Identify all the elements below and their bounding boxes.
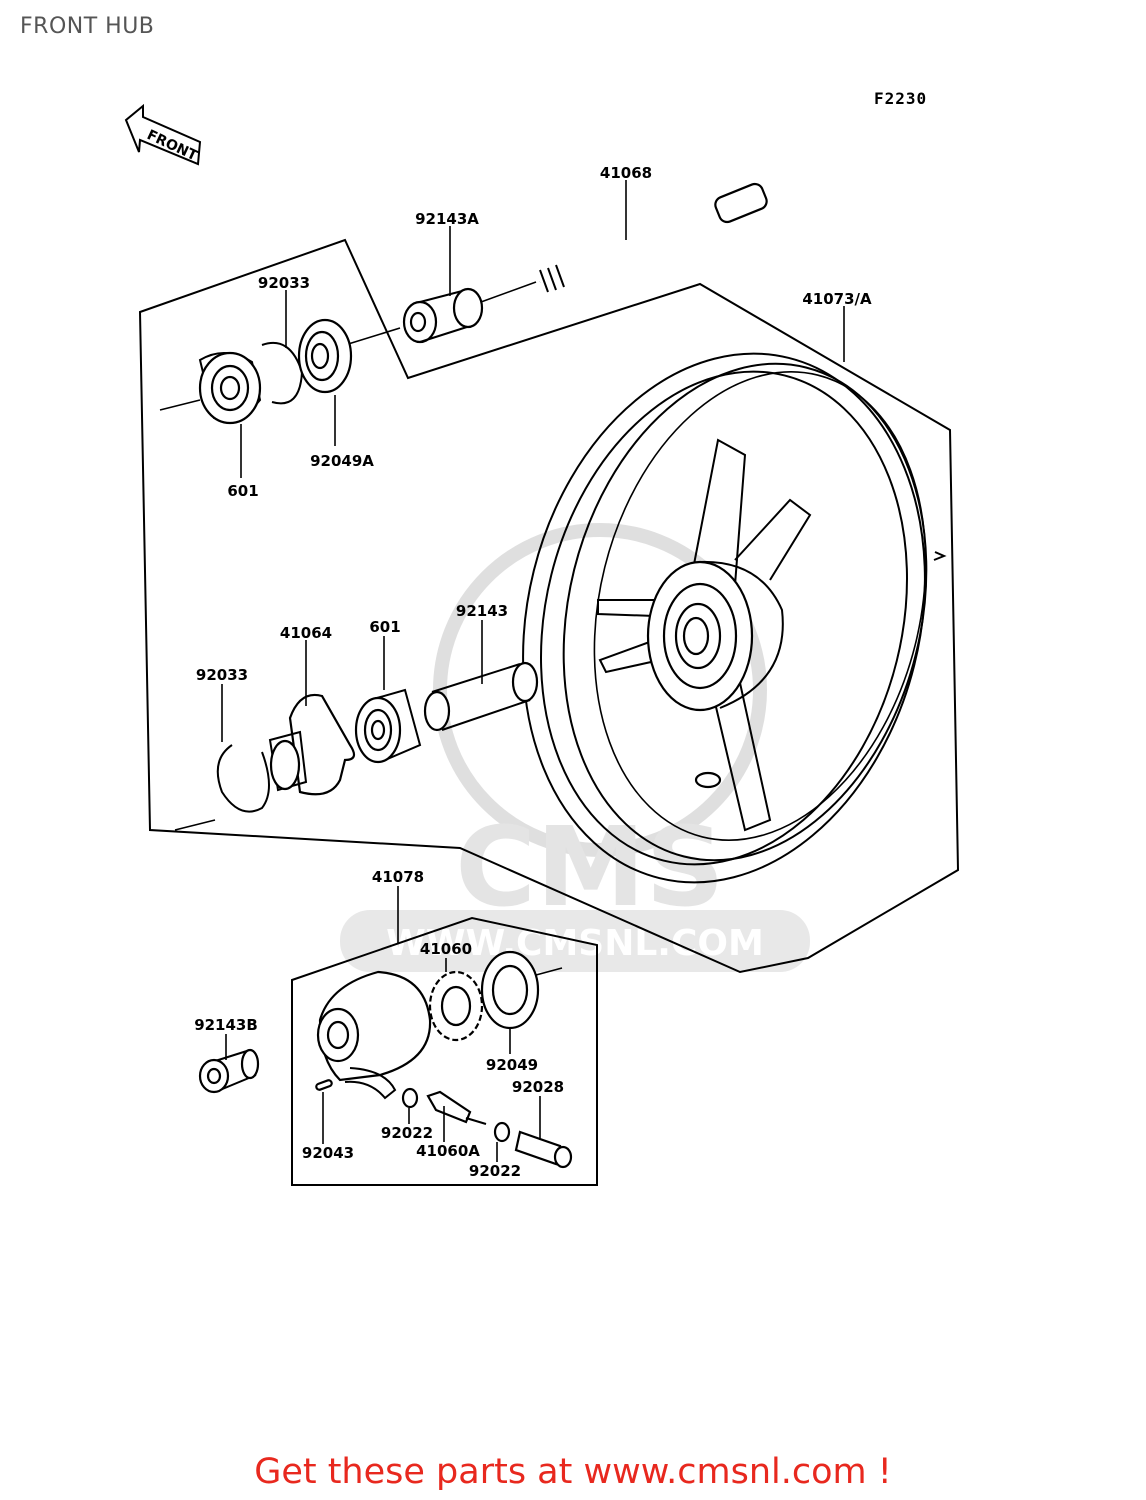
callout-labels: 41068 92143A 92033 92049A 601 41073/A 60…	[194, 164, 872, 1180]
callout-collar-middle: 92143	[456, 602, 508, 620]
seal-92049	[480, 950, 563, 1030]
callout-pin: 92043	[302, 1144, 354, 1162]
leader-lines	[221, 180, 845, 1162]
callout-washer-1: 92022	[381, 1124, 433, 1142]
callout-gear-housing: 41078	[372, 868, 424, 886]
callout-axle: 41068	[600, 164, 652, 182]
circlip-92033-top	[261, 341, 304, 405]
collar-92143	[423, 661, 539, 732]
watermark-url: WWW.CMSNL.COM	[386, 923, 764, 964]
plug-92028	[514, 1130, 573, 1169]
callout-circlip-top: 92033	[258, 274, 310, 292]
callout-bearing-middle: 601	[369, 618, 400, 636]
callout-seal-top: 92049A	[310, 452, 374, 470]
bearing-601-top	[159, 351, 262, 425]
gear-41060	[428, 970, 484, 1042]
pin-92043	[315, 1079, 333, 1091]
callout-coupling: 41064	[280, 624, 332, 642]
circlip-92033-middle	[216, 744, 270, 813]
page-title: FRONT HUB	[20, 14, 155, 39]
seal-92049a	[297, 318, 353, 394]
exploded-parts-diagram: CMS WWW.CMSNL.COM F2230 FRONT	[124, 89, 960, 1186]
callout-wheel: 41073/A	[802, 290, 872, 308]
wheel-41073a	[522, 352, 947, 884]
bearing-601-middle	[354, 688, 422, 764]
callout-gear: 41060	[420, 940, 472, 958]
pinion-41060a	[426, 1090, 487, 1125]
footer-cta-link[interactable]: Get these parts at www.cmsnl.com !	[254, 1452, 892, 1492]
callout-collar-a: 92143A	[415, 210, 479, 228]
watermark-logo: CMS	[455, 803, 724, 931]
washer-92022-1	[401, 1087, 419, 1109]
washer-92022-2	[493, 1121, 511, 1143]
gear-housing-41078	[316, 970, 432, 1100]
callout-washer-2: 92022	[469, 1162, 521, 1180]
callout-pinion: 41060A	[416, 1142, 480, 1160]
callout-collar-b: 92143B	[194, 1016, 258, 1034]
callout-bearing-top: 601	[227, 482, 258, 500]
callout-seal-bottom: 92049	[486, 1056, 538, 1074]
collar-92143b	[198, 1048, 260, 1094]
axle-41068	[344, 182, 768, 346]
figure-code: F2230	[874, 89, 927, 108]
front-direction-arrow: FRONT	[124, 103, 202, 166]
callout-plug: 92028	[512, 1078, 564, 1096]
coupling-41064	[268, 693, 356, 796]
gear-housing-frame	[291, 916, 598, 1186]
callout-circlip-middle: 92033	[196, 666, 248, 684]
cms-watermark: CMS WWW.CMSNL.COM	[340, 523, 810, 972]
collar-92143a	[402, 287, 484, 344]
